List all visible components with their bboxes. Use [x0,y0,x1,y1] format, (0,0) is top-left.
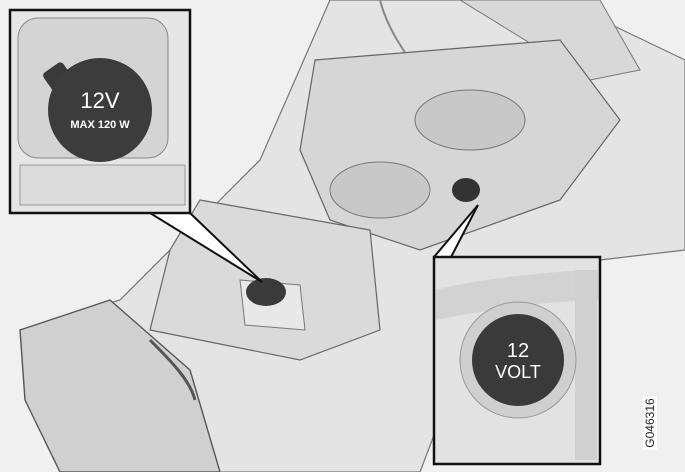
cupholder [329,161,431,219]
figure-code-text: G046316 [643,396,657,450]
cupholder [414,89,526,151]
socket-12v-front [246,278,286,306]
socket-label-power: MAX 120 W [70,119,130,131]
armrest-lid [19,299,221,472]
inset-right: 12 VOLT [432,255,602,466]
socket-label-volt: VOLT [495,362,541,382]
socket-cap-icon [48,58,152,162]
figure-code: G046316 [640,388,660,458]
inset-left: 12V MAX 120 W [8,8,192,215]
socket-cap-icon [472,314,564,406]
socket-label-voltage: 12V [80,88,119,113]
socket-12v-rear [452,178,480,202]
socket-label-number: 12 [507,340,529,362]
